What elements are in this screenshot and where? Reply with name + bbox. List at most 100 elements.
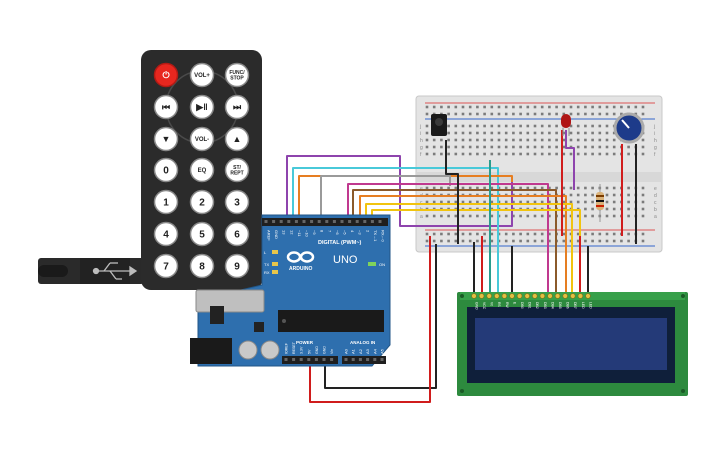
analog-pin-label: A4: [372, 348, 377, 354]
digital-pin-label: 7: [327, 230, 332, 233]
analog-pin-label: A5: [380, 348, 385, 354]
lcd-pin-label: DB2: [535, 302, 539, 309]
remote-button-three[interactable]: 3: [224, 189, 250, 215]
lcd-pin-label: DB6: [566, 302, 570, 309]
breadboard-row-letter: h: [654, 138, 657, 144]
remote-button-vol-down[interactable]: VOL-: [189, 126, 215, 152]
lcd-pin-label: DB0: [520, 302, 524, 309]
potentiometer: [613, 112, 645, 144]
lcd-pin-label: LED: [581, 302, 585, 309]
digital-pin-label: ~9: [312, 230, 317, 235]
remote-button-label: STOP: [230, 76, 244, 82]
digital-pin-label: ~11: [297, 230, 302, 237]
digital-header-label: DIGITAL (PWM~): [318, 240, 362, 246]
remote-button-label: ▲: [233, 134, 242, 144]
remote-button-prev[interactable]: ⏮: [153, 94, 179, 120]
wire-black-ir: [445, 140, 459, 244]
remote-button-six[interactable]: 6: [224, 221, 250, 247]
remote-button-label: 4: [163, 230, 169, 241]
atmega-chip: [278, 310, 384, 332]
breadboard-row-letter: e: [654, 186, 657, 192]
power-pin-label: IOREF: [285, 342, 289, 354]
breadboard-row-letter: j: [653, 124, 655, 130]
power-pin-label: RESET: [292, 341, 296, 354]
breadboard-row-letter: c: [654, 200, 657, 206]
digital-pin-label: AREF: [267, 230, 272, 241]
remote-button-one[interactable]: 1: [153, 189, 179, 215]
arduino-model: UNO: [333, 254, 358, 266]
remote-button-seven[interactable]: 7: [153, 253, 179, 279]
remote-button-label: ⏻: [162, 70, 170, 80]
power-pin-label: 3.3V: [300, 346, 304, 354]
remote-button-four[interactable]: 4: [153, 221, 179, 247]
usb-icon: [92, 262, 138, 280]
wire-red-5v: [309, 236, 431, 403]
wire-gray: [320, 175, 451, 218]
remote-button-label: 1: [163, 198, 169, 209]
remote-button-next[interactable]: ⏭: [224, 94, 250, 120]
breadboard-row-letter: i: [654, 131, 655, 137]
arduino-usb-port: [195, 289, 265, 313]
lcd-pin-label: RW: [505, 302, 509, 308]
red-led: [561, 114, 571, 136]
remote-button-zero[interactable]: 0: [153, 157, 179, 183]
wire-yellow: [365, 203, 573, 295]
digital-header: [262, 218, 388, 226]
lcd-pin-label: DB3: [543, 302, 547, 309]
remote-button-eight[interactable]: 8: [189, 253, 215, 279]
l-label: L: [264, 250, 267, 255]
resistor: [596, 184, 604, 222]
lcd-pin-label: VCC: [482, 302, 486, 310]
power-pin-label: GND: [315, 346, 319, 354]
arduino-logo-icon: [286, 251, 315, 263]
power-pin-label: GND: [323, 346, 327, 354]
remote-button-label: VOL-: [195, 137, 209, 143]
lcd-pin-label: GND: [474, 302, 478, 310]
lcd-pin-label: DB1: [528, 302, 532, 309]
lcd-pin-label: E: [512, 302, 516, 305]
digital-pin-label: 2: [365, 230, 370, 233]
analog-header-label: ANALOG IN: [350, 340, 375, 345]
lcd-pin-label: LED: [588, 302, 592, 309]
breadboard-row-letter: g: [420, 145, 423, 151]
wire-cyan: [292, 167, 499, 295]
remote-button-st-rept[interactable]: ST/REPT: [224, 157, 250, 183]
digital-pin-label: GND: [274, 230, 279, 239]
remote-button-label: 7: [163, 262, 169, 273]
analog-pin-label: A2: [358, 348, 363, 354]
remote-button-label: ⏭: [233, 102, 242, 112]
analog-pin-label: A3: [365, 348, 370, 354]
remote-button-vol-up[interactable]: VOL+: [189, 62, 215, 88]
remote-button-eq[interactable]: EQ: [189, 157, 215, 183]
breadboard-row-letter: a: [420, 214, 423, 220]
remote-button-label: ⏮: [162, 102, 170, 112]
remote-button-func-stop[interactable]: FUNC/STOP: [224, 62, 250, 88]
digital-pin-label: 8: [320, 230, 325, 233]
remote-button-play-pause[interactable]: ▶‖: [189, 94, 215, 120]
lcd-pin-label: V0: [490, 302, 494, 306]
remote-button-label: 0: [163, 166, 169, 177]
wires: [286, 130, 637, 403]
wire-purple-2: [565, 130, 575, 190]
remote-button-up[interactable]: ▲: [224, 126, 250, 152]
remote-button-power[interactable]: ⏻: [153, 62, 179, 88]
wire-magenta: [347, 183, 549, 295]
digital-pin-label: 12: [289, 230, 294, 235]
breadboard-row-letter: j: [419, 124, 421, 130]
breadboard-row-letter: g: [654, 145, 657, 151]
remote-button-label: 9: [234, 262, 240, 273]
digital-pin-label: RX←0: [381, 230, 386, 243]
remote-button-nine[interactable]: 9: [224, 253, 250, 279]
remote-button-two[interactable]: 2: [189, 189, 215, 215]
remote-button-label: EQ: [198, 168, 207, 174]
arduino-brand: ARDUINO: [289, 266, 312, 272]
tx-label: TX: [264, 262, 269, 267]
analog-pin-label: A0: [344, 348, 349, 354]
breadboard-row-letter: a: [654, 214, 657, 220]
wire-brown: [352, 189, 557, 295]
remote-button-five[interactable]: 5: [189, 221, 215, 247]
remote-button-label: ▶‖: [195, 102, 207, 112]
remote-button-down[interactable]: ▼: [153, 126, 179, 152]
digital-pin-label: TX→1: [373, 230, 378, 242]
